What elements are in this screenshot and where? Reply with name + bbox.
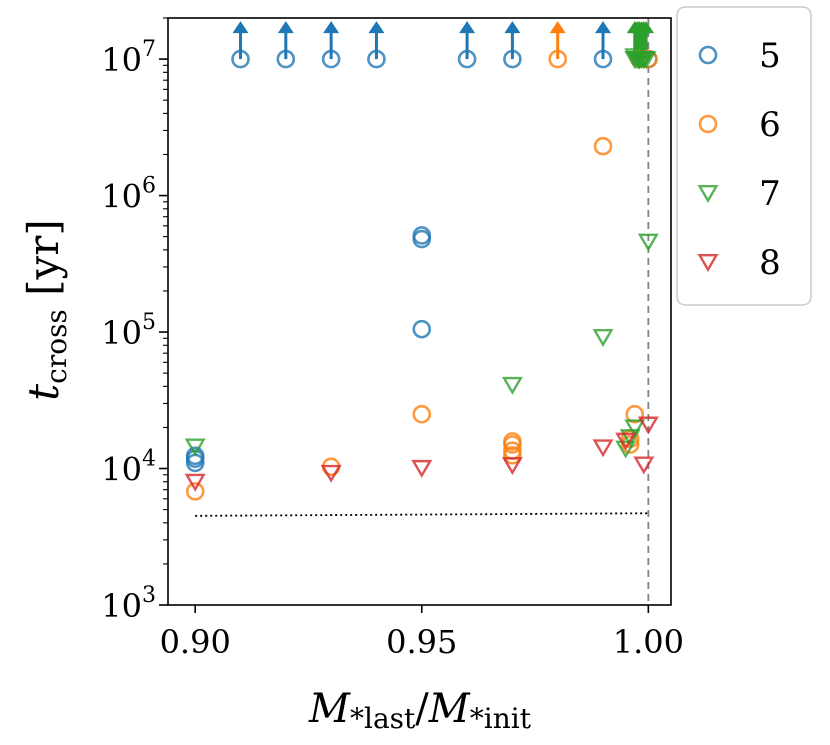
legend-label: 8 <box>759 243 781 283</box>
data-point-6 <box>548 49 568 69</box>
legend-item-5: 5 <box>698 36 781 76</box>
data-point-7 <box>184 438 206 457</box>
svg-text:tcross [yr]: tcross [yr] <box>19 219 73 401</box>
data-point-7 <box>615 440 637 459</box>
plot-layer <box>195 18 650 605</box>
data-point-5 <box>503 49 522 69</box>
data-point-6 <box>412 404 432 424</box>
y-tick-label: 106 <box>101 174 156 216</box>
data-point-6 <box>593 136 613 156</box>
marker-layer <box>184 48 659 501</box>
data-point-5 <box>412 226 432 245</box>
data-point-8 <box>411 459 433 478</box>
data-point-7 <box>619 429 641 448</box>
data-point-5 <box>321 49 341 69</box>
data-point-7 <box>501 376 523 395</box>
data-point-6 <box>503 432 522 451</box>
legend-item-6: 6 <box>698 105 781 145</box>
legend-box <box>676 6 812 306</box>
data-point-5 <box>276 49 296 69</box>
data-point-6 <box>625 404 645 424</box>
data-point-7 <box>633 51 655 70</box>
lower-limit-arrow-6 <box>549 21 566 60</box>
svg-text:M*last/M*init: M*last/M*init <box>308 686 532 735</box>
dotted-reference-line <box>195 512 649 517</box>
x-axis-label: M*last/M*init <box>308 686 532 735</box>
x-tick-label: 1.00 <box>613 623 684 661</box>
data-point-7 <box>637 233 659 252</box>
legend-marker-7 <box>697 184 719 203</box>
data-point-8 <box>320 464 342 483</box>
lower-limit-arrow-5 <box>595 21 612 60</box>
lower-limit-arrow-5 <box>323 21 340 60</box>
data-point-6 <box>185 482 205 501</box>
legend-marker-8 <box>697 253 719 272</box>
data-point-8 <box>184 473 206 492</box>
lower-limit-arrow-5 <box>504 21 521 60</box>
lower-limit-layer <box>232 21 655 60</box>
data-point-8 <box>633 456 655 475</box>
data-point-5 <box>185 446 205 466</box>
data-point-5 <box>457 49 477 69</box>
legend-item-7: 7 <box>697 174 781 214</box>
data-point-8 <box>637 416 659 435</box>
lower-limit-arrow-5 <box>277 21 294 60</box>
legend-label: 7 <box>759 174 781 214</box>
legend: 5 6 7 8 <box>676 6 812 306</box>
data-point-5 <box>593 49 613 69</box>
lower-limit-arrow-5 <box>459 21 476 60</box>
plot-frame <box>167 17 672 606</box>
y-tick-label: 105 <box>101 310 156 352</box>
data-point-5 <box>231 49 250 69</box>
x-tick-label: 0.90 <box>160 623 231 661</box>
legend-label: 6 <box>759 105 781 145</box>
x-tick-label: 0.95 <box>386 623 457 661</box>
lower-limit-arrow-5 <box>232 21 249 60</box>
data-point-5 <box>367 49 386 69</box>
y-tick-label: 103 <box>101 583 156 625</box>
data-point-5 <box>412 319 432 339</box>
lower-limit-arrow-5 <box>368 21 385 60</box>
data-point-8 <box>592 439 614 458</box>
legend-item-8: 8 <box>697 243 781 283</box>
legend-label: 5 <box>759 36 781 76</box>
legend-marker-5 <box>698 45 718 65</box>
y-tick-label: 104 <box>101 447 156 489</box>
y-axis-label: tcross [yr] <box>19 219 73 401</box>
tick-layer: 0.90 0.95 1.00 103 104 105 106 107 <box>101 17 684 661</box>
data-point-7 <box>624 419 646 438</box>
data-point-8 <box>501 457 523 476</box>
data-point-7 <box>592 328 614 347</box>
y-tick-label: 107 <box>101 37 156 79</box>
legend-marker-6 <box>698 114 718 134</box>
data-point-8 <box>615 432 637 451</box>
